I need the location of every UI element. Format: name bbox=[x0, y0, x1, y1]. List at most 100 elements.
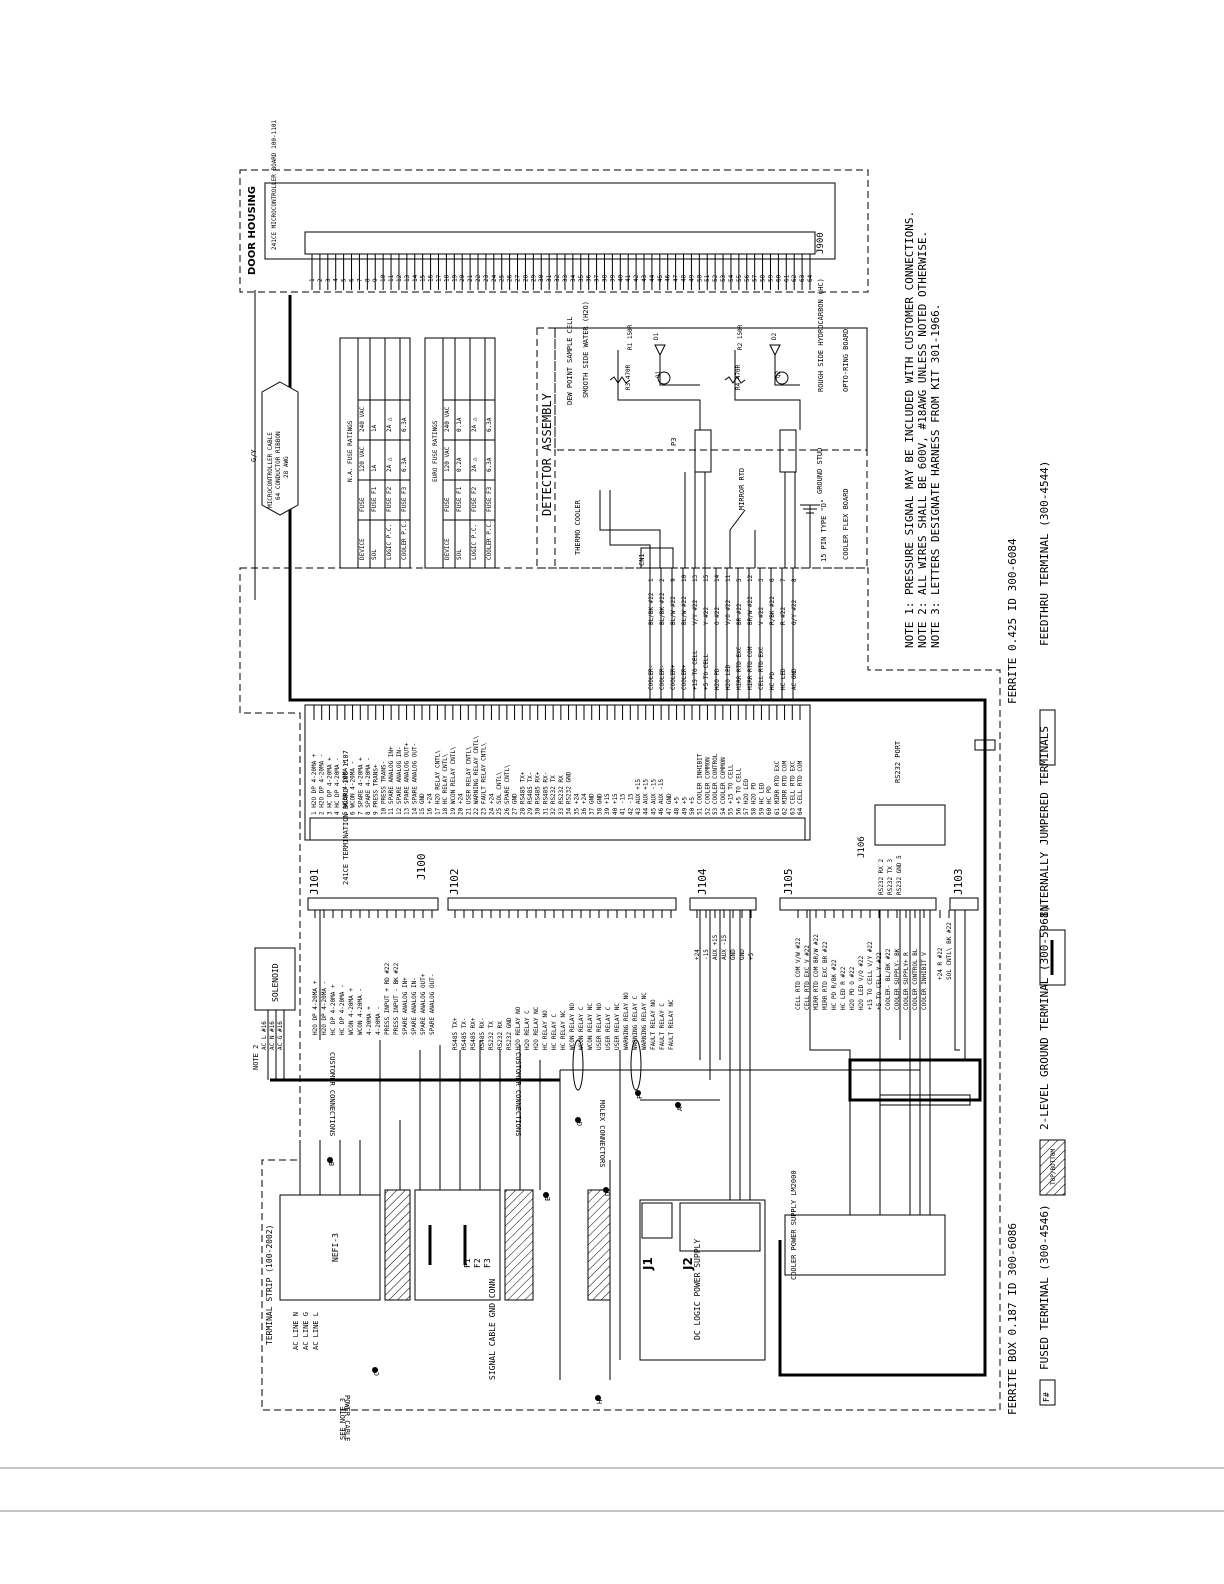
j100-pin: 22 WARNING RELAY CNTL\ bbox=[473, 735, 480, 815]
j100-pin: 62 MIRR RTD COM bbox=[782, 760, 789, 815]
fuse-table-cell: 1A bbox=[371, 464, 378, 472]
j100-pin: 32 RS232 TX bbox=[550, 775, 557, 815]
cn1-signal-color: BL/W #22 bbox=[670, 596, 677, 625]
j102-pin: WARNING RELAY NC bbox=[641, 992, 648, 1050]
j102-pin: HC RELAY NC bbox=[560, 1010, 567, 1050]
cn1-signal-pin: 15 bbox=[703, 574, 710, 582]
svg-text:AC LINE N: AC LINE N bbox=[292, 1312, 300, 1350]
j100-pin: 48 +5 bbox=[674, 797, 681, 815]
j100-pin: 54 COOLER COMMON bbox=[720, 757, 727, 815]
j100-pin: 24 +24 bbox=[488, 793, 495, 815]
cn1-signal-color: V/O #22 bbox=[725, 599, 732, 625]
svg-text:COOLER POWER SUPPLY LM2000: COOLER POWER SUPPLY LM2000 bbox=[790, 1170, 798, 1280]
j100-pin: 15 GND bbox=[419, 793, 426, 815]
j105-pin: MIRR RTD COM BR/W #22 bbox=[813, 934, 820, 1010]
j106-pin: RS232 TX 3 bbox=[887, 858, 894, 895]
legend-jumper-symbol bbox=[1039, 929, 1066, 986]
fuse-f2: F2 bbox=[473, 1258, 482, 1268]
door-housing: DOOR HOUSING 241CE MICROCONTROLLER BOARD… bbox=[239, 120, 869, 293]
fuse-table-cell: FUSE F3 bbox=[486, 486, 493, 512]
harness-letter: E bbox=[544, 1197, 552, 1201]
svg-text:DEW POINT SAMPLE CELL: DEW POINT SAMPLE CELL bbox=[566, 316, 574, 405]
j100-pin: 57 H2O LED bbox=[743, 778, 750, 815]
j100-pin: 37 GND bbox=[589, 793, 596, 815]
svg-text:N.A. FUSE RATINGS: N.A. FUSE RATINGS bbox=[347, 420, 354, 482]
cn1-signal-color: O #22 bbox=[714, 607, 721, 625]
svg-text:Q1: Q1 bbox=[655, 370, 662, 378]
fuse-table-cell: FUSE F3 bbox=[401, 486, 408, 512]
svg-text:DC LOGIC POWER SUPPLY: DC LOGIC POWER SUPPLY bbox=[693, 1239, 702, 1340]
svg-text:F#: F# bbox=[1042, 1392, 1051, 1402]
j100-pin: 17 H2O RELAY CNTL\ bbox=[434, 750, 441, 815]
svg-text:AC LINE L: AC LINE L bbox=[312, 1312, 320, 1350]
j101-pin: SPARE ANALOG IN- bbox=[411, 977, 418, 1035]
fuse-table-cell: LOGIC P.C. bbox=[471, 524, 478, 560]
j104-pin: AUX +15 bbox=[712, 934, 719, 960]
svg-text:MOLEX CONNECTORS: MOLEX CONNECTORS bbox=[598, 1100, 606, 1167]
j100-pin: 29 RS485 TX- bbox=[527, 772, 534, 815]
cn1-signal-pin: 9 bbox=[670, 578, 677, 582]
svg-text:15 PIN TYPE "D": 15 PIN TYPE "D" bbox=[820, 499, 828, 562]
j100-pin: 11 SPARE ANALOG IN+ bbox=[388, 746, 395, 815]
j100-pin: 63 CELL RTD EXC bbox=[789, 760, 796, 815]
cn1-signal-color: BL/BK #22 bbox=[648, 592, 655, 625]
wire-bundle bbox=[319, 910, 966, 1380]
fuse-table-cell: 6.3A bbox=[486, 457, 493, 472]
svg-text:J101: J101 bbox=[308, 869, 321, 896]
j100-pin: 36 +24 bbox=[581, 793, 588, 815]
j101-pin: SPARE ANALOG OUT- bbox=[429, 974, 436, 1035]
svg-text:TERMINAL STRIP (100-2002): TERMINAL STRIP (100-2002) bbox=[265, 1225, 274, 1345]
svg-text:J1: J1 bbox=[641, 1257, 655, 1271]
j100-pin: 47 GND bbox=[666, 793, 673, 815]
j101-pin: H2O DP 4-20MA + bbox=[312, 980, 319, 1035]
j100-pin: 7 SPARE 4-20MA + bbox=[357, 757, 364, 815]
svg-text:COOLER FLEX BOARD: COOLER FLEX BOARD bbox=[842, 488, 850, 560]
fuse-table-cell: FUSE F1 bbox=[456, 486, 463, 512]
j101-pin: SPARE ANALOG IN+ bbox=[402, 977, 409, 1035]
ribbon-cable-label: MICROCONTROLLER CABLE 64 CONDUCTOR RIBBO… bbox=[261, 381, 299, 516]
j101-pin: H2O DP 4-20MA - bbox=[321, 981, 328, 1035]
svg-text:R3 470R: R3 470R bbox=[625, 364, 632, 390]
harness-dot bbox=[543, 1192, 549, 1198]
legend-feedthru-symbol bbox=[1039, 709, 1056, 766]
fuse-table-header: DEVICE bbox=[359, 538, 366, 560]
j100-pin: 56 +5 TO CELL bbox=[735, 768, 742, 815]
svg-text:FEEDTHRU TERMINAL (300-4544): FEEDTHRU TERMINAL (300-4544) bbox=[1038, 461, 1051, 646]
cn1-signal-name: MIRR RTD COM bbox=[747, 646, 754, 690]
j100-pin: 38 GND bbox=[596, 793, 603, 815]
fuse-table-cell: FUSE F1 bbox=[371, 486, 378, 512]
cn1-signal-name: H2O PD bbox=[714, 668, 721, 690]
fuse-table-header: 240 VAC bbox=[444, 406, 451, 432]
j105-pin: COOLER SUPPLY+ R bbox=[903, 952, 910, 1010]
legend-ground-symbol bbox=[1039, 1139, 1066, 1196]
j102-pin: RS485 RX+ bbox=[470, 1017, 477, 1050]
fuse-table-cell: FUSE F2 bbox=[386, 486, 393, 512]
j100-pin: 33 RS232 RX bbox=[558, 775, 565, 815]
gy-label: G/Y bbox=[250, 449, 258, 462]
cn1-signal-pin: 1 bbox=[648, 578, 655, 582]
j100-pin: 43 AUX +15 bbox=[635, 778, 642, 815]
j102-pin: USER RELAY NC bbox=[614, 1003, 621, 1050]
svg-text:RS232 PORT: RS232 PORT bbox=[894, 740, 902, 783]
svg-text:D1: D1 bbox=[653, 332, 660, 340]
cn1-signal-name: COOLER+ bbox=[670, 664, 677, 690]
note-1: NOTE 1: PRESSURE SIGNAL MAY BE INCLUDED … bbox=[903, 211, 916, 648]
svg-text:MICROCONTROLLER CABLE: MICROCONTROLLER CABLE bbox=[267, 432, 274, 508]
j100-pin: 21 USER RELAY CNTL\ bbox=[465, 746, 472, 815]
cn1-signal-pin: 11 bbox=[725, 574, 732, 582]
harness-letter: G bbox=[576, 1122, 584, 1126]
j100-pin: 25 SOL CNTL\ bbox=[496, 771, 503, 815]
svg-text:P3: P3 bbox=[670, 438, 678, 446]
j900-label: J900 bbox=[816, 232, 826, 254]
fuse-table-cell: 2A △ bbox=[471, 457, 478, 472]
j102-pin: HC RELAY NO bbox=[542, 1010, 549, 1050]
j100-pin: 60 HC PD bbox=[766, 786, 773, 815]
j105-pin: H2O PD O #22 bbox=[849, 966, 856, 1010]
j103-pin: SOL CNTL\ BK #22 bbox=[946, 922, 953, 980]
harness-letter: D bbox=[604, 1192, 612, 1196]
cn1-signal-pin: 5 bbox=[736, 578, 743, 582]
